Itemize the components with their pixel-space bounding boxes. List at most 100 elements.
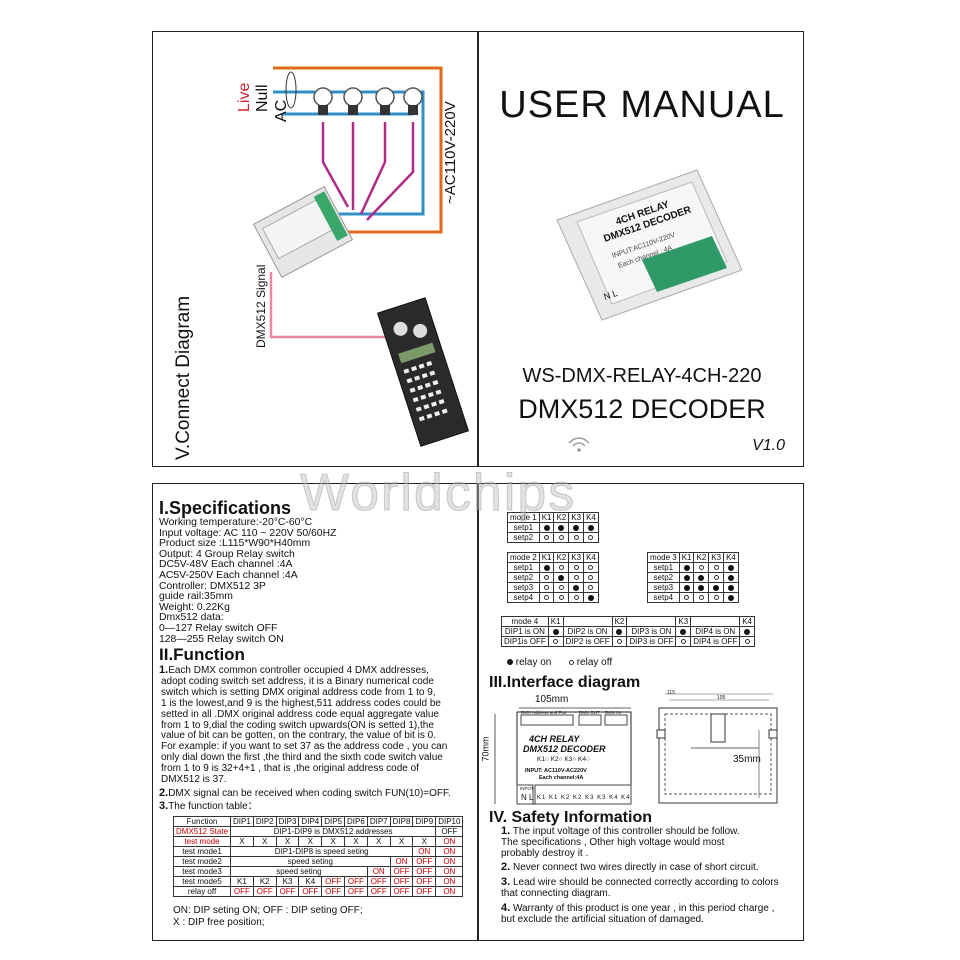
relay-on-icon [675,626,692,637]
legend-on-label: relay on [515,657,552,668]
safety-item: 2. Never connect two wires directly in c… [501,862,779,874]
table-cell: OFF [321,876,346,887]
relay-on-icon [583,522,599,533]
table-row: mode 4 K1 K2 K3 K4 [501,616,756,627]
relay-off-icon [568,592,585,603]
decoder-device-icon [252,186,354,278]
safety-list: 1. The input voltage of this controller … [501,826,779,925]
relay-legend: relay on relay off [507,657,612,668]
function-paragraph-3: 3.The function table： [159,801,258,813]
table-cell: OFF [366,886,391,897]
safety-item: 3. Lead wire should be connected correct… [501,877,779,889]
spec-line: DC5V-48V Each channel :4A [159,559,293,571]
iface-k-labels: K1○ K2○ K3○ K4○ [537,756,590,763]
table-row: test mode3 speed seting ON OFF OFF ON [172,866,464,877]
table-cell: X [366,836,391,847]
relay-on-icon [553,522,570,533]
relay-on-icon [507,659,513,666]
table-header: DIP5 [321,816,346,827]
table-row: test mode5 K1 K2 K3 K4 OFF OFF OFF OFF O… [172,876,464,887]
terminal-label: K4 [609,795,619,801]
mode1-table: mode 1 K1 K2 K3 K4 setp1 setp2 [507,512,599,543]
function-line: DMX512 is 37. [161,774,227,786]
table-cell: K3 [275,876,300,887]
function-line: 1 is the lowest,and 9 is the highest,511… [161,697,441,709]
table-header: K4 [723,552,739,563]
table-cell: DMX512 State [172,826,232,837]
table-cell: DIP3 is ON [626,626,677,637]
terminal-label: K2 [561,795,571,801]
table-header: DIP9 [412,816,437,827]
table-cell: speed seting [230,866,368,877]
table-cell: test mode3 [172,866,232,877]
table-note: ON: DIP seting ON; OFF : DIP seting OFF; [173,905,363,916]
table-header: DIP3 [275,816,300,827]
live-label: Live [236,83,253,112]
relay-off-icon [583,582,599,593]
table-cell: DIP3 is OFF [626,636,677,647]
terminal-label: K3 [585,795,595,801]
ac-wire-3 [359,122,387,215]
function-heading: II.Function [159,645,245,664]
terminal-label: K3 [597,795,607,801]
interface-heading: III.Interface diagram [489,674,641,691]
function-line: adopt coding switch set address, it is a… [161,675,434,687]
table-row: mode 1 K1 K2 K3 K4 [507,512,599,523]
table-cell: ON [435,836,464,847]
safety-num: 3. [501,876,511,889]
relay-on-icon [678,562,695,573]
spec-heading: I.Specifications [159,498,292,518]
relay-off-icon [538,532,555,543]
function-table: Function DIP1 DIP2 DIP3 DIP4 DIP5 DIP6 D… [172,816,464,897]
table-header: DIP6 [344,816,368,827]
relay-on-icon [723,562,739,573]
table-cell: OFF [344,876,368,887]
relay-on-icon [553,572,570,583]
function-line: switch which is setting DMX original add… [161,686,436,698]
table-cell: OFF [389,876,414,887]
table-cell: setp4 [647,592,680,603]
table-cell: OFF [344,886,368,897]
table-cell: DIP1-DIP9 is DMX512 addresses [230,826,437,837]
relay-off-icon [553,582,570,593]
spec-line: Weight: 0.22Kg [159,601,230,613]
dmx-controller-icon [376,297,470,447]
spec-line: 128—255 Relay switch ON [159,633,284,645]
table-cell: setp2 [507,572,540,583]
table-header: K4 [739,616,756,627]
safety-num: 2. [501,861,511,874]
table-cell: test mode2 [172,856,232,867]
table-row: mode 2 K1 K2 K3 K4 [507,552,599,563]
table-cell: X [252,836,277,847]
table-cell: ON [366,866,391,877]
spec-line: 0—127 Relay switch OFF [159,622,278,634]
table-cell: DIP2 is OFF [562,636,613,647]
terminal-nl-label: N L [521,793,534,802]
relay-off-icon [553,562,570,573]
relay-off-icon [538,592,555,603]
relay-on-icon [693,582,710,593]
relay-off-icon [553,592,570,603]
table-row: test mode X X X X X X X X X ON [172,836,464,847]
safety-num: 1. [501,825,511,837]
dmx-out-label: DMX OUT [579,710,600,715]
relay-on-icon [678,582,695,593]
watermark: Worldchips [299,464,577,523]
relay-off-icon [547,636,564,647]
table-row: test mode1 DIP1-DIP8 is speed seting ON … [172,846,464,857]
rail-drawing [656,693,778,804]
null-label: Null [254,84,271,112]
table-cell: ON [435,876,464,887]
top-dim-2: 105 [717,695,726,701]
table-header: DIP7 [366,816,391,827]
table-row: DIP1 is ON DIP2 is ON DIP3 is ON DIP4 is… [501,626,756,637]
relay-on-icon [547,626,564,637]
table-cell: OFF [412,856,437,867]
table-cell: setp1 [507,562,540,573]
table-cell: X [230,836,254,847]
table-cell: OFF [230,886,254,897]
table-cell: K4 [298,876,323,887]
function-line: Each DMX common controller occupied 4 DM… [168,665,429,676]
top-dim-1: 115 [667,690,675,696]
table-row: setp4 [507,592,599,603]
